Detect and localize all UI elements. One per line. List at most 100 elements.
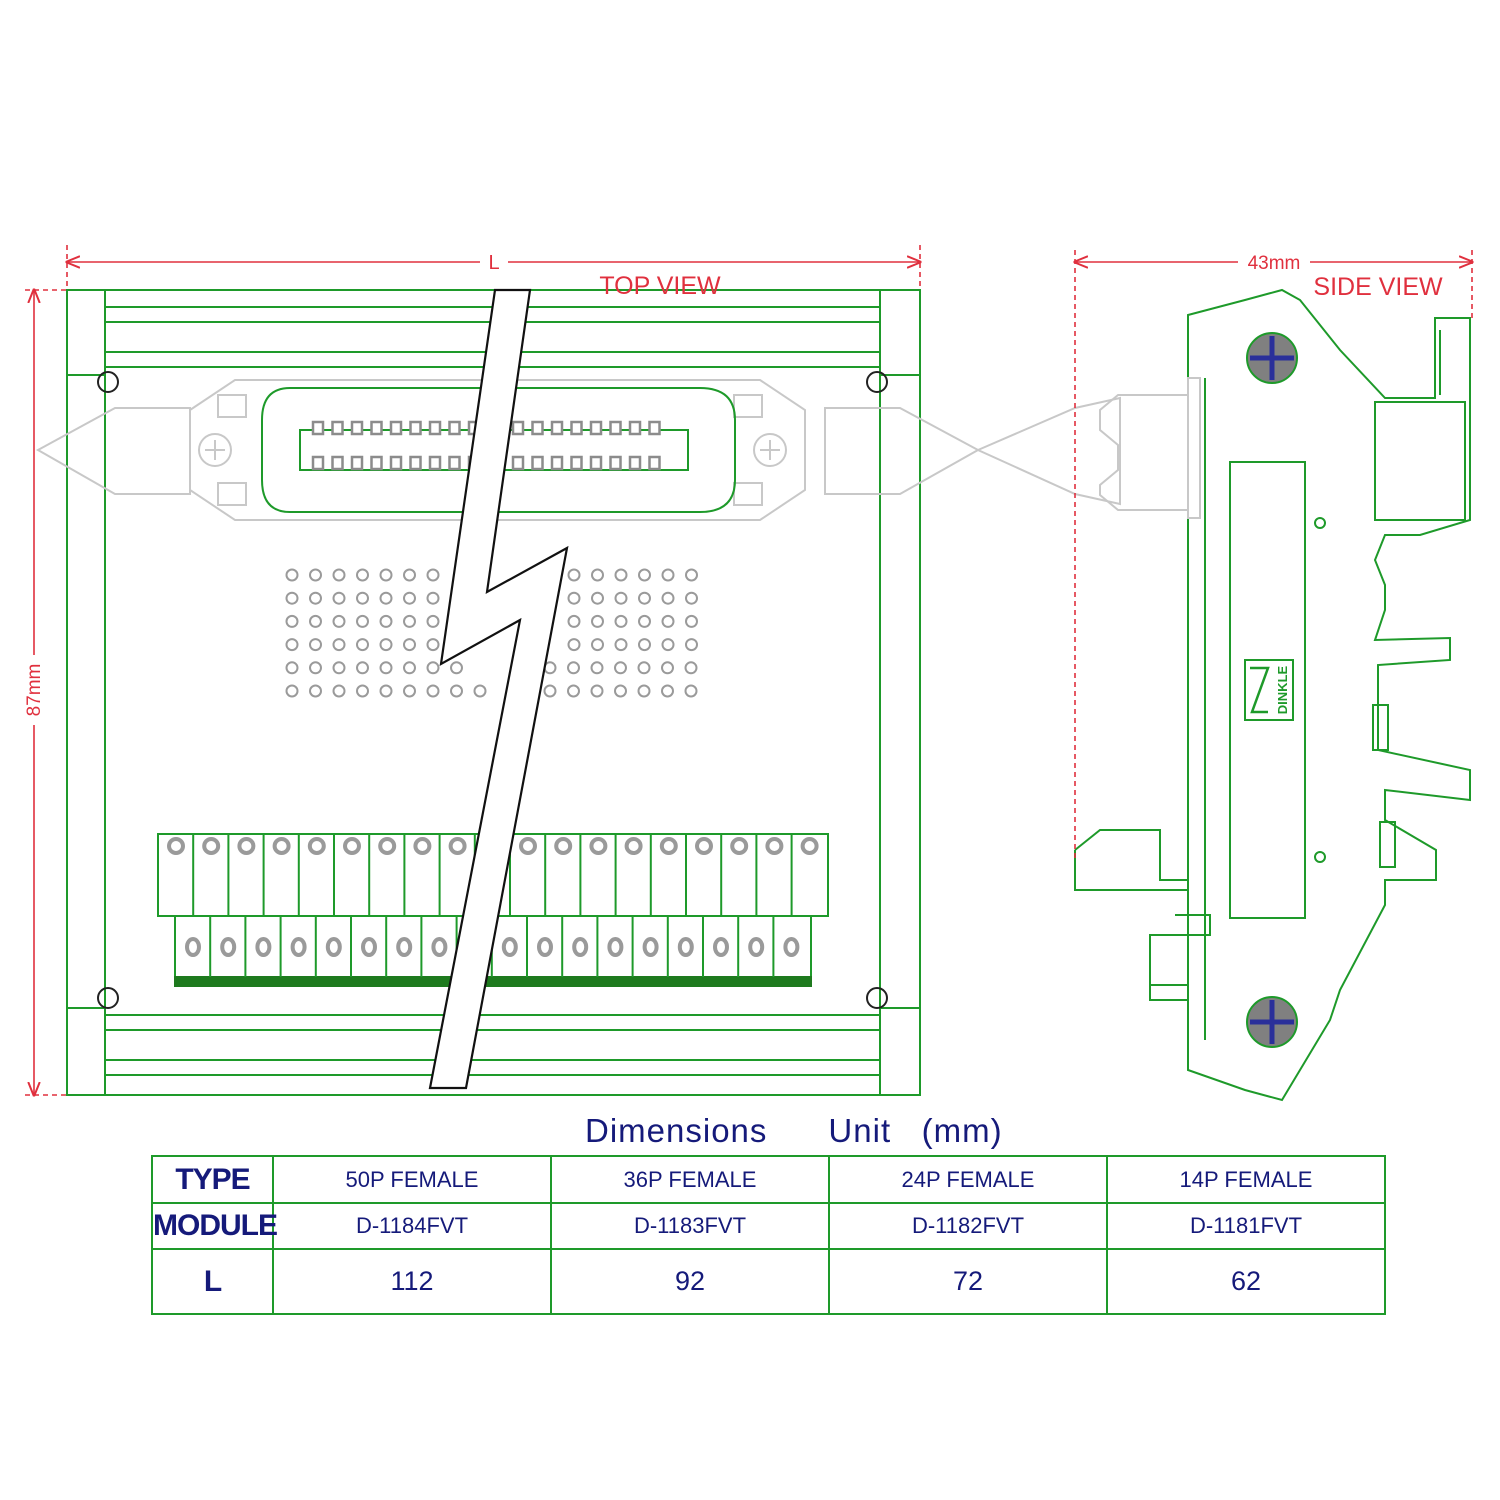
top-view-title: TOP VIEW (599, 272, 721, 300)
connector-pin (511, 455, 525, 471)
pcb-hole (614, 684, 627, 698)
terminal-screw-upper (202, 837, 221, 855)
pcb-hole (379, 638, 393, 652)
type-cell: 14P FEMALE (1106, 1155, 1386, 1204)
pcb-hole (590, 684, 604, 698)
connector-pin (550, 420, 564, 436)
pcb-hole (637, 684, 651, 698)
connector-pin (531, 455, 544, 471)
pcb-hole (379, 661, 393, 675)
connector-pin (311, 420, 325, 436)
pcb-hole (403, 614, 416, 628)
pcb-hole (403, 684, 416, 698)
pcb-hole (567, 684, 580, 698)
pcb-hole (356, 614, 369, 628)
pcb-hole (661, 638, 675, 652)
connector-pin (428, 455, 442, 471)
dimensions-title: Dimensions Unit (mm) (585, 1112, 1003, 1150)
module-cell: D-1184FVT (272, 1202, 552, 1250)
connector-pin (550, 455, 564, 471)
pcb-hole (567, 614, 581, 628)
module-cell: D-1182FVT (828, 1202, 1108, 1250)
terminal-screw-lower (255, 937, 272, 957)
row-header-type: TYPE (151, 1155, 274, 1204)
pcb-hole (567, 638, 581, 652)
terminal-screw-lower (537, 937, 553, 957)
pcb-hole (332, 684, 346, 698)
terminal-screw-upper (765, 837, 784, 855)
terminal-screw-lower (783, 937, 800, 957)
pcb-hole (356, 591, 369, 605)
connector-pin (409, 420, 422, 436)
pcb-hole (379, 684, 393, 698)
pcb-hole (684, 684, 698, 698)
terminal-screw-upper (413, 837, 432, 855)
terminal-base-strip (174, 976, 812, 987)
pcb-hole (685, 638, 698, 652)
connector-shell (189, 379, 806, 521)
side-terminal-block (1074, 829, 1211, 1001)
pcb-hole (661, 661, 674, 675)
pcb-hole (332, 591, 346, 605)
type-cell: 50P FEMALE (272, 1155, 552, 1204)
pcb-hole (685, 568, 698, 582)
l-value-cell: 62 (1106, 1248, 1386, 1315)
connector-pin (609, 455, 622, 471)
table-row-type: TYPE 50P FEMALE 36P FEMALE 24P FEMALE 14… (151, 1155, 1386, 1204)
pcb-hole (543, 684, 557, 698)
pcb-hole (614, 614, 628, 628)
side-label-panel (1229, 461, 1306, 919)
pcb-hole (356, 661, 369, 675)
connector-pin (570, 420, 583, 436)
table-row-module: MODULE D-1184FVT D-1183FVT D-1182FVT D-1… (151, 1202, 1386, 1250)
module-cell: D-1183FVT (550, 1202, 830, 1250)
terminal-screw-upper (237, 837, 256, 855)
pcb-hole (309, 568, 322, 582)
pcb-hole (426, 591, 440, 605)
connector-pin (511, 420, 525, 436)
terminal-screw-lower (607, 937, 624, 957)
board-outline (66, 289, 921, 1096)
terminal-screw-upper (624, 837, 643, 855)
pcb-hole (637, 661, 651, 675)
terminal-screw-lower (748, 937, 765, 957)
pcb-hole (285, 568, 299, 582)
terminal-screw-upper (695, 837, 713, 855)
terminal-screw-upper (343, 837, 361, 855)
pcb-hole (450, 684, 463, 698)
pcb-hole-matrix (285, 568, 698, 698)
connector-pin (589, 455, 603, 471)
terminal-screw-upper (800, 837, 819, 855)
pcb-hole (450, 661, 463, 675)
side-view-dimensions (1075, 250, 1472, 860)
pcb-hole (591, 638, 604, 652)
pcb-hole (285, 684, 299, 698)
terminal-screw-lower (677, 937, 694, 957)
table-row-l: L 112 92 72 62 (151, 1248, 1386, 1315)
pcb-hole (379, 568, 393, 582)
connector-pin (428, 420, 442, 436)
pcb-hole (309, 638, 322, 652)
terminal-screw-lower (572, 937, 589, 957)
width-dimension-label: L (488, 252, 499, 274)
terminal-screw-upper (589, 837, 608, 855)
pcb-hole (638, 638, 651, 652)
terminal-screw-lower (501, 937, 518, 957)
l-value-cell: 92 (550, 1248, 830, 1315)
dimensions-table: TYPE 50P FEMALE 36P FEMALE 24P FEMALE 14… (151, 1155, 1386, 1315)
pcb-hole (285, 591, 299, 605)
type-cell: 24P FEMALE (828, 1155, 1108, 1204)
connector-pin (389, 455, 403, 471)
terminal-screw-lower (431, 937, 448, 957)
side-view (975, 288, 1471, 1102)
connector-pin (409, 455, 422, 471)
terminal-screw-lower (325, 937, 342, 957)
terminal-screw-lower (290, 937, 307, 957)
pcb-hole (685, 591, 698, 605)
break-mark (428, 288, 569, 1090)
connector-pin (370, 455, 383, 471)
row-header-l: L (151, 1248, 274, 1315)
terminal-screw-lower (361, 937, 377, 957)
pcb-hole (403, 591, 416, 605)
